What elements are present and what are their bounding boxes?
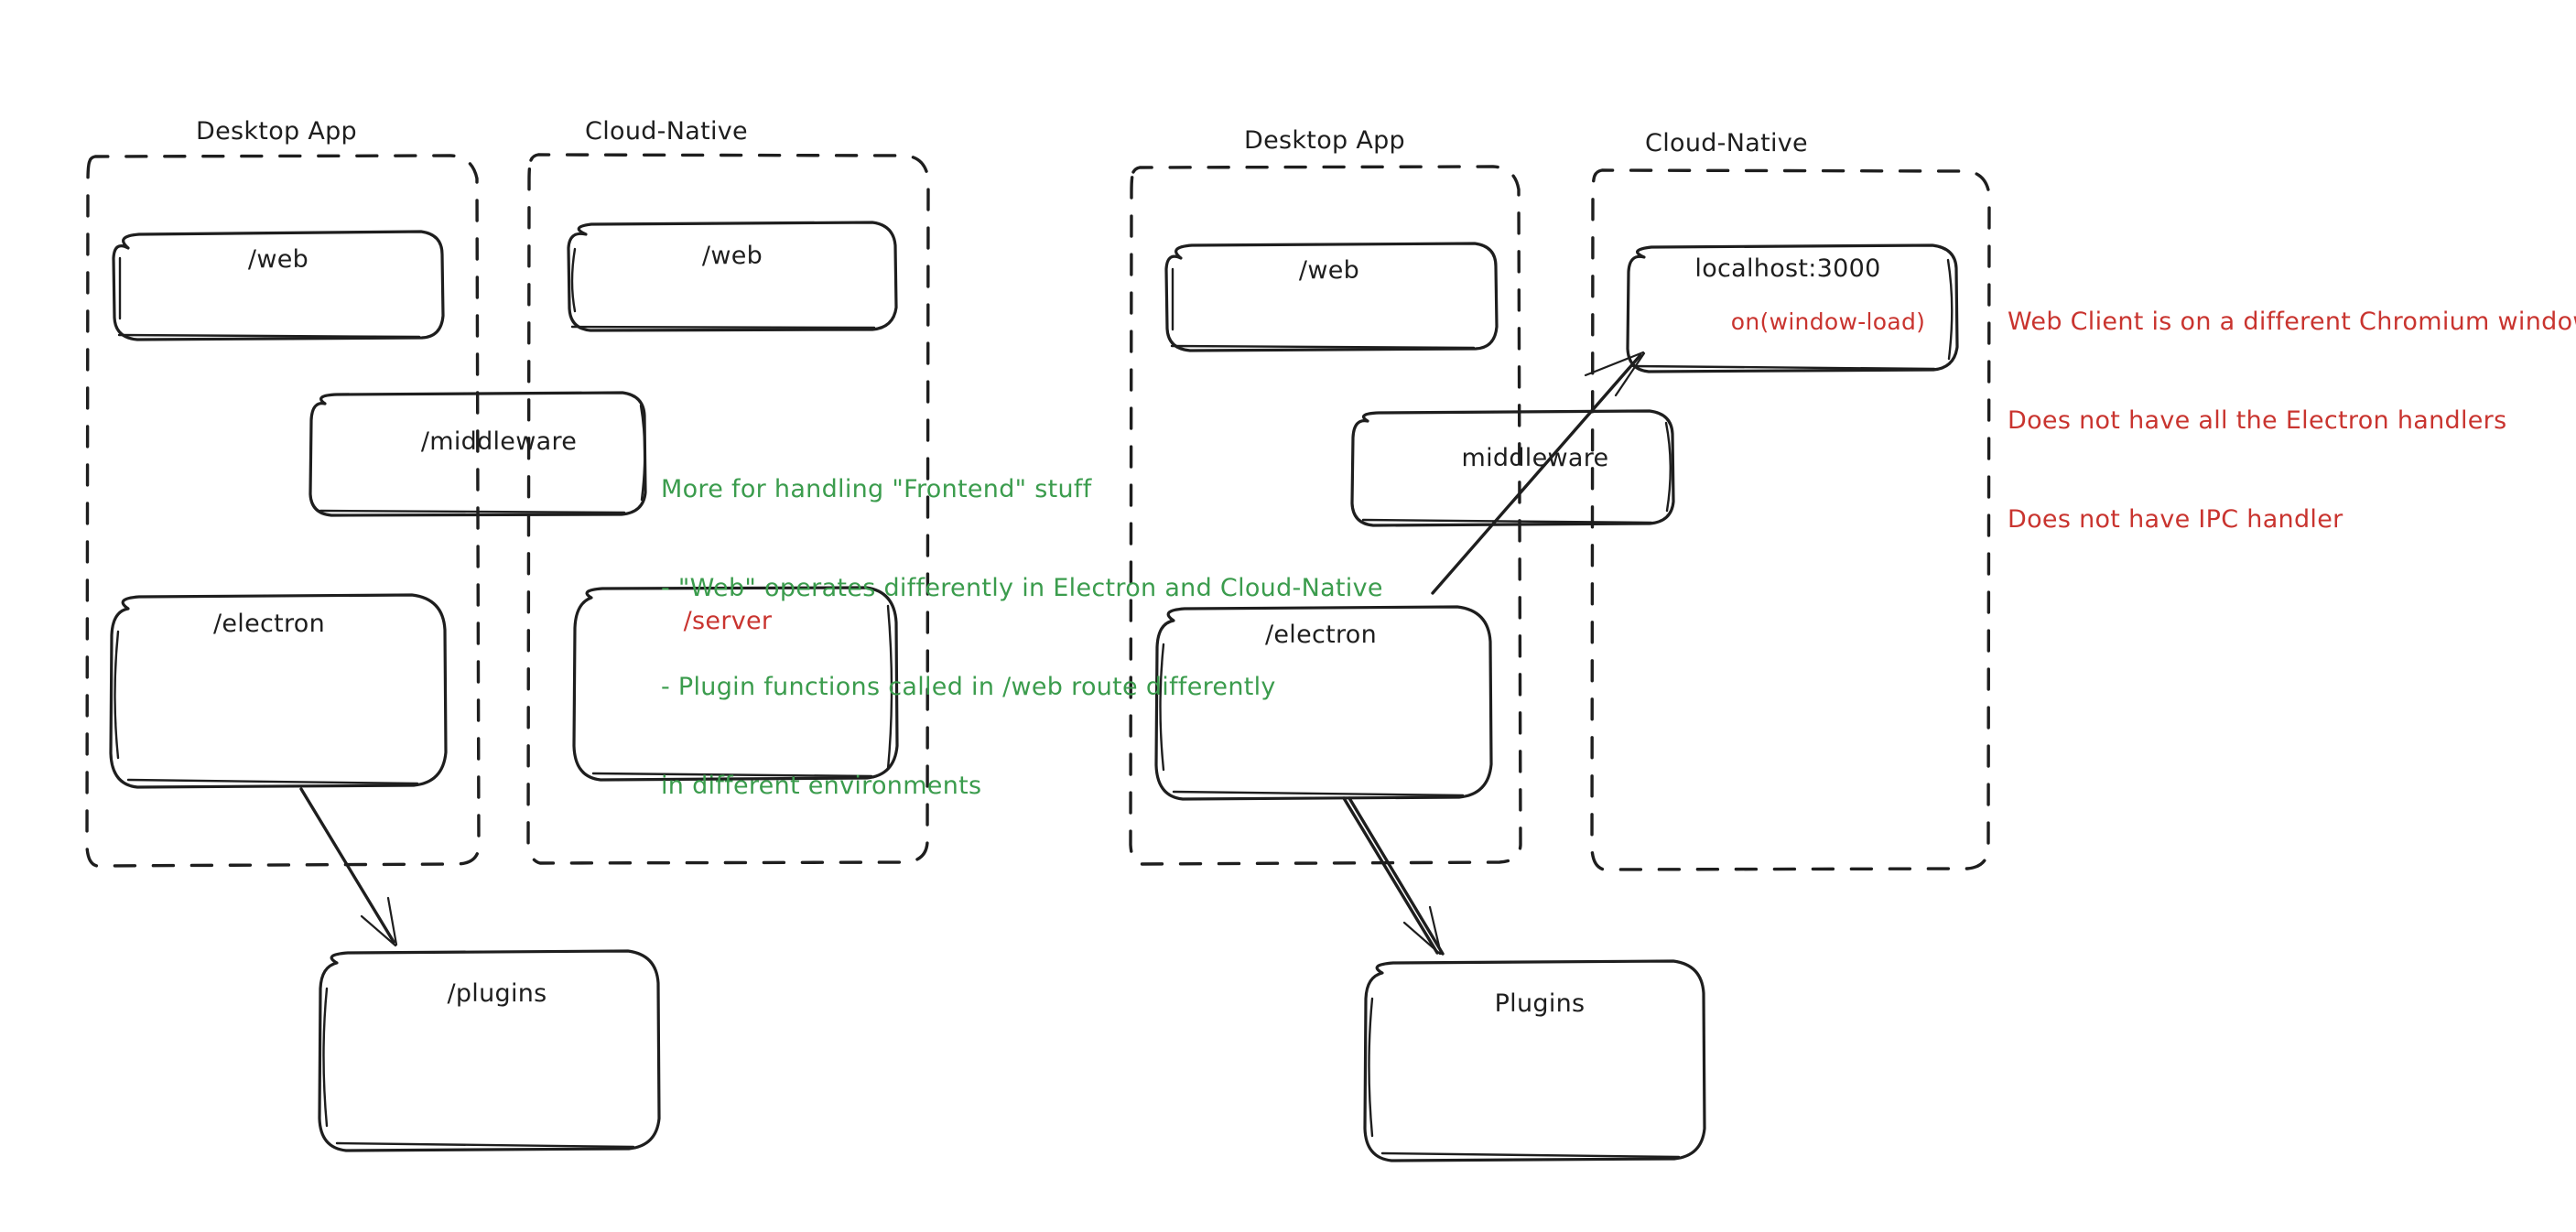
green-annotation-line-1: More for handling "Frontend" stuff [661, 475, 1092, 503]
right-desktop-web-label: /web [1298, 256, 1360, 285]
right-electron-to-localhost-arrow [1431, 351, 1646, 595]
green-annotation-line-4: in different environments [661, 772, 982, 800]
red-annotation: Web Client is on a different Chromium wi… [2008, 240, 2576, 602]
left-desktop-web-label: /web [247, 245, 309, 274]
left-plugins-label: /plugins [447, 979, 547, 1008]
right-desktop-app-title: Desktop App [1244, 126, 1405, 155]
left-server-label: /server [683, 607, 773, 635]
left-cloud-web-label: /web [701, 242, 763, 270]
left-middleware-label: /middleware [420, 427, 578, 456]
red-annotation-line-2: Does not have all the Electron handlers [2008, 406, 2507, 435]
green-annotation-line-3: - Plugin functions called in /web route … [661, 673, 1276, 701]
right-middleware-label: middleware [1461, 444, 1609, 472]
right-plugins-label: Plugins [1494, 989, 1586, 1018]
green-annotation: More for handling "Frontend" stuff - "We… [661, 407, 1383, 869]
left-electron-label: /electron [212, 610, 326, 638]
right-cloud-native-title: Cloud-Native [1645, 129, 1808, 157]
red-annotation-line-3: Does not have IPC handler [2008, 505, 2343, 534]
green-annotation-line-2: - "Web" operates differently in Electron… [661, 574, 1383, 602]
left-desktop-app-title: Desktop App [196, 117, 357, 146]
right-localhost-label: localhost:3000 [1694, 254, 1881, 283]
red-annotation-line-1: Web Client is on a different Chromium wi… [2008, 308, 2576, 336]
left-cloud-web-box [567, 221, 898, 332]
right-electron-label: /electron [1264, 621, 1378, 649]
right-localhost-sublabel: on(window-load) [1730, 308, 1926, 335]
left-electron-to-plugins-arrow [299, 787, 398, 947]
left-cloud-native-title: Cloud-Native [585, 117, 748, 146]
